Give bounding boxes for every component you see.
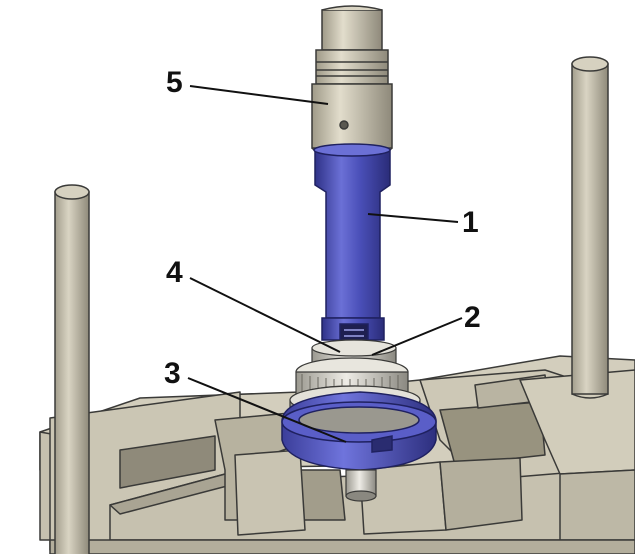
- leader-line-5: [189, 85, 329, 105]
- collar-ring: [281, 391, 437, 471]
- callout-label-3: 3: [164, 357, 181, 390]
- leader-line-2: [371, 317, 463, 356]
- shaft-tail: [345, 469, 377, 502]
- callout-label-1: 1: [462, 206, 479, 239]
- leader-line-3: [187, 377, 347, 443]
- leader-line-1: [367, 213, 459, 223]
- callout-label-5: 5: [166, 66, 183, 99]
- callout-labels: 1 2 3 4 5: [164, 66, 481, 390]
- callout-label-4: 4: [166, 256, 183, 289]
- leader-line-4: [189, 277, 341, 353]
- press-head: [311, 5, 393, 154]
- callout-label-2: 2: [464, 301, 481, 334]
- guide-post-right: [571, 56, 609, 399]
- fixture-front-block-a: [234, 449, 306, 536]
- guide-post-left: [54, 184, 90, 559]
- press-tube: [313, 143, 391, 345]
- fixture-pocket-left: [119, 435, 216, 489]
- callout-leaders: [187, 85, 463, 443]
- press-fixture: [39, 355, 635, 555]
